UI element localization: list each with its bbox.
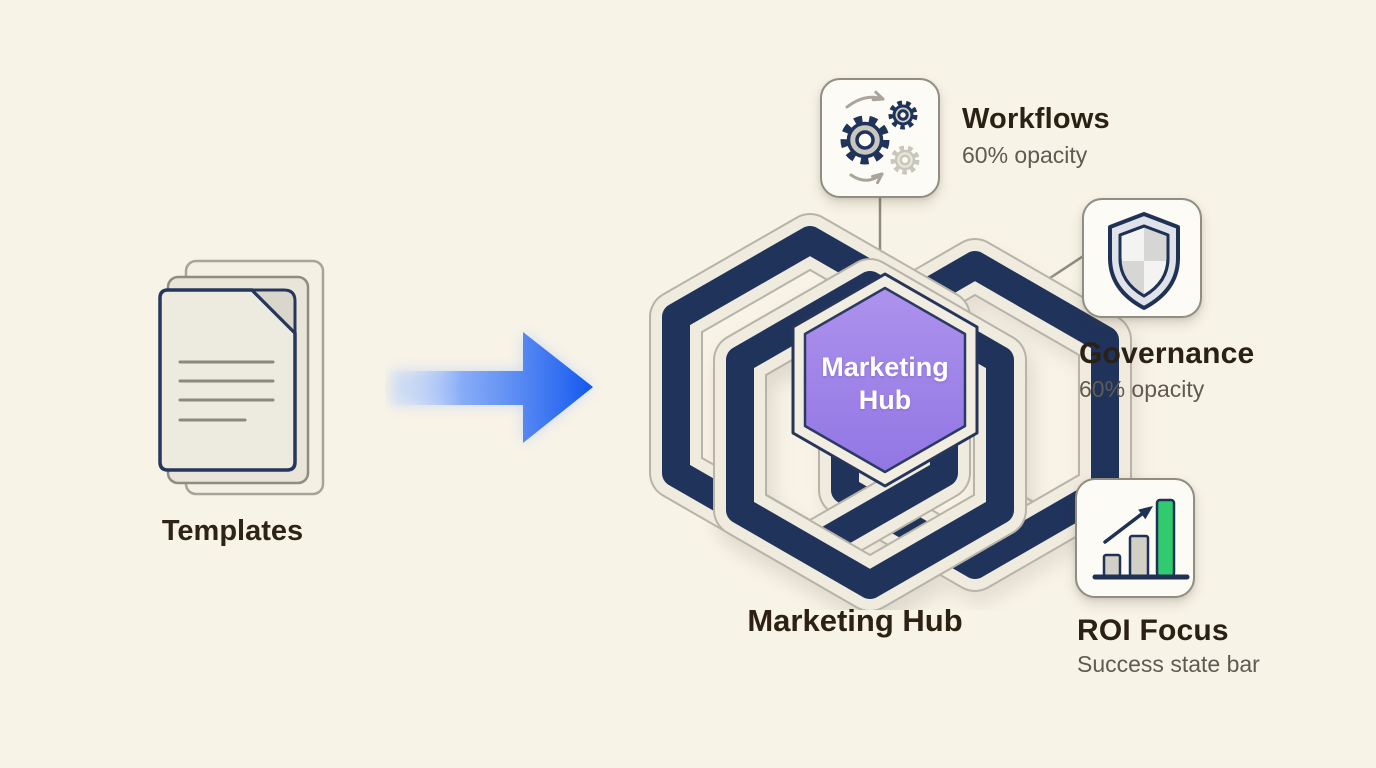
hex-ring-middle: [713, 258, 1027, 610]
governance-title: Governance: [1079, 337, 1255, 370]
gear-small: [888, 100, 918, 130]
shield-icon: [1108, 212, 1180, 310]
hub-hexagon-label: Marketing Hub: [800, 351, 970, 417]
workflows-title: Workflows: [962, 103, 1110, 135]
governance-card: [1082, 198, 1202, 318]
governance-subtitle: 60% opacity: [1079, 376, 1205, 402]
hub-caption: Marketing Hub: [747, 603, 963, 638]
document-stack-icon: [158, 259, 325, 496]
roi-subtitle: Success state bar: [1077, 651, 1260, 677]
gear-large: [840, 115, 890, 165]
roi-title: ROI Focus: [1077, 614, 1229, 647]
workflows-card: [820, 78, 940, 198]
hub-center-hexagon: [791, 272, 979, 488]
hub-hexagon-label-line1: Marketing: [821, 352, 949, 382]
hub-hexagon-label-line2: Hub: [858, 384, 912, 415]
roi-card: [1075, 478, 1195, 598]
workflows-subtitle: 60% opacity: [962, 142, 1088, 168]
gear-faded: [890, 145, 920, 175]
gears-icon: [840, 90, 920, 185]
hub-hexagon-logo: [649, 213, 1137, 610]
bar-chart-icon: [1092, 498, 1190, 580]
templates-label: Templates: [161, 515, 304, 547]
right-arrow-icon: [391, 332, 593, 443]
